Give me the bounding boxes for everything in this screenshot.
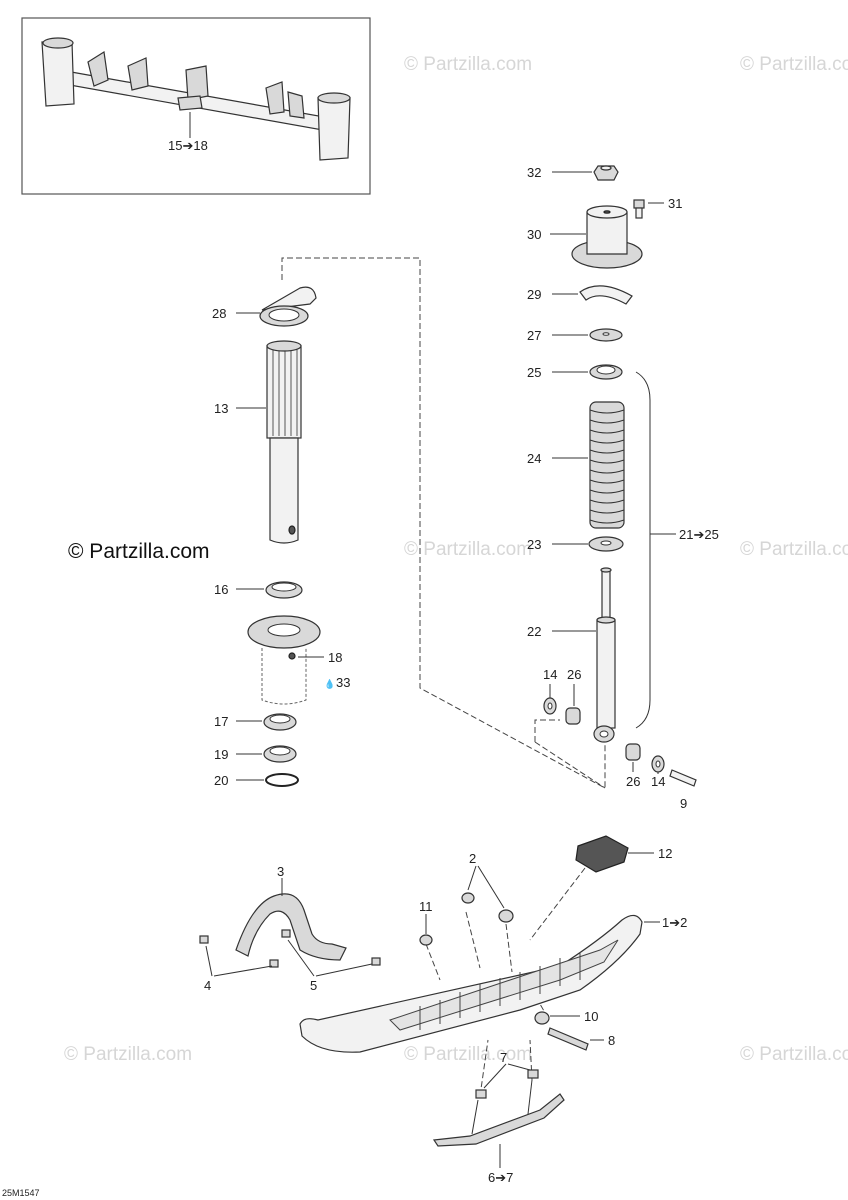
bushing-2b: [498, 909, 514, 923]
watermark: © Partzilla.com: [404, 54, 532, 75]
label-18: 18: [328, 650, 342, 665]
label-17: 17: [214, 714, 228, 729]
bolt-4a: [199, 935, 209, 944]
label-3: 3: [277, 864, 284, 879]
pad-12: [575, 835, 629, 873]
label-7: 7: [500, 1050, 507, 1065]
label-1-2: 1➔2: [662, 915, 687, 930]
shock-assembly: 32 31 30 29 27 25: [527, 165, 719, 811]
label-26-right: 26: [626, 774, 640, 789]
arm-28: [261, 286, 317, 311]
label-14-right: 14: [651, 774, 665, 789]
label-16: 16: [214, 582, 228, 597]
label-6-7: 6➔7: [488, 1170, 513, 1185]
label-9: 9: [680, 796, 687, 811]
frame-left-post: [41, 41, 75, 107]
watermark-main: © Partzilla.com: [68, 540, 210, 563]
watermarks: © Partzilla.com © Partzilla.com © Partzi…: [64, 54, 848, 1065]
label-32: 32: [527, 165, 541, 180]
label-22: 22: [527, 624, 541, 639]
label-24: 24: [527, 451, 541, 466]
bracket-21-25: [635, 371, 651, 729]
washer-10: [534, 1011, 550, 1025]
label-4: 4: [204, 978, 211, 993]
label-31: 31: [668, 196, 682, 211]
label-15-18: 15➔18: [168, 138, 208, 153]
label-5: 5: [310, 978, 317, 993]
steering-column: 28 13 16 18 💧 33 17: [212, 286, 350, 788]
label-29: 29: [527, 287, 541, 302]
label-10: 10: [584, 1009, 598, 1024]
label-12: 12: [658, 846, 672, 861]
watermark: © Partzilla.com: [404, 1044, 532, 1065]
label-21-25: 21➔25: [679, 527, 719, 542]
watermark: © Partzilla.com: [404, 539, 532, 560]
label-14-left: 14: [543, 667, 557, 682]
bushing-2a: [461, 892, 475, 904]
nut-7a: [475, 1089, 487, 1099]
nut-7b: [527, 1069, 539, 1079]
frame-right-post: [317, 97, 351, 161]
label-30: 30: [527, 227, 541, 242]
label-11: 11: [419, 899, 433, 914]
watermark: © Partzilla.com: [740, 1044, 848, 1065]
label-28: 28: [212, 306, 226, 321]
nut-11: [419, 934, 433, 946]
watermark: © Partzilla.com: [64, 1044, 192, 1065]
snap-ring-20: [265, 773, 299, 787]
spring-24: [589, 401, 625, 529]
bushing-26-right: [625, 743, 641, 761]
label-33: 33: [336, 675, 350, 690]
bolt-8: [547, 1027, 589, 1051]
label-2: 2: [469, 851, 476, 866]
bolt-5b: [371, 957, 381, 966]
bolt-5a: [281, 929, 291, 938]
clip-29: [579, 285, 633, 305]
label-25: 25: [527, 365, 541, 380]
drawing-code: 25M1547: [2, 1188, 40, 1198]
shock-22: [593, 567, 616, 743]
ski-assembly: 12 2 11 1➔2 3 4: [199, 835, 687, 1185]
drop-icon: 💧: [324, 678, 335, 689]
label-27: 27: [527, 328, 541, 343]
watermark: © Partzilla.com: [740, 54, 848, 75]
grease-fitting-18: [288, 652, 296, 660]
label-19: 19: [214, 747, 228, 762]
inset-frame: 15➔18: [21, 17, 371, 195]
shaft-13-splined: [266, 345, 302, 439]
bushing-26-left: [565, 707, 581, 725]
label-13: 13: [214, 401, 228, 416]
runner-6: [432, 1093, 565, 1147]
nut-32: [593, 165, 619, 181]
handle-3: [235, 893, 347, 961]
label-23: 23: [527, 537, 541, 552]
pin-9: [669, 769, 697, 787]
watermark: © Partzilla.com: [740, 539, 848, 560]
bolt-4b: [269, 959, 279, 968]
ski-1: [299, 914, 643, 1053]
label-26-left: 26: [567, 667, 581, 682]
shaft-13-tube: [269, 437, 299, 544]
label-8: 8: [608, 1033, 615, 1048]
label-20: 20: [214, 773, 228, 788]
